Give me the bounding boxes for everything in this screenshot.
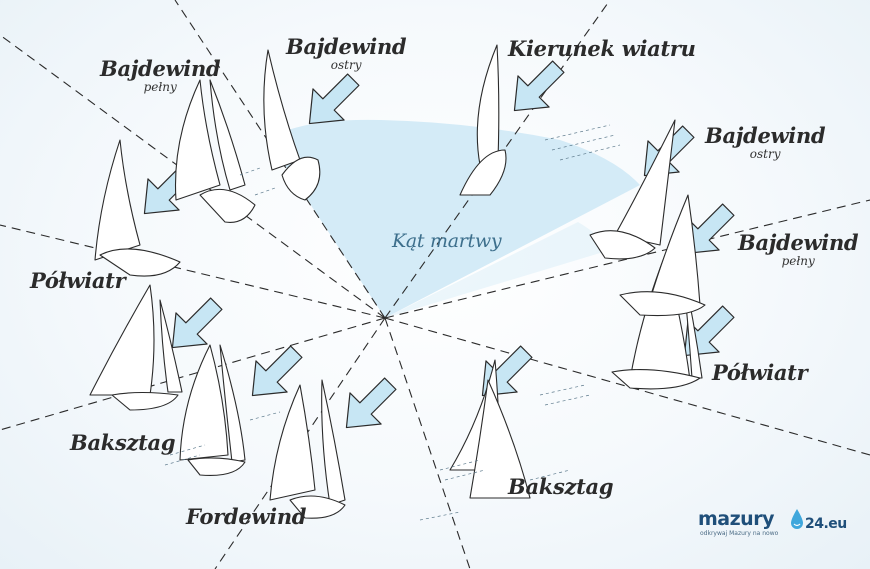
label-broad-reach-left: Baksztag: [70, 432, 175, 453]
label-dead-zone: Kąt martwy: [392, 232, 501, 251]
label-close-reach-right-sub: pełny: [738, 255, 858, 267]
label-beam-reach-right: Półwiatr: [712, 362, 807, 383]
label-close-reach-left-sub: pełny: [100, 81, 220, 93]
water-drop-icon: [790, 508, 804, 530]
boat-beam-left: [90, 285, 182, 410]
label-close-reach-right-main: Bajdewind: [738, 232, 858, 253]
label-close-reach-left-main: Bajdewind: [100, 58, 220, 79]
brand-domain-text: 24.eu: [805, 516, 847, 532]
label-close-reach-left: Bajdewind pełny: [100, 58, 220, 93]
boat-broad-reach-left: [180, 345, 245, 475]
boat-close-reach-left: [176, 80, 256, 222]
brand-tagline: odkrywaj Mazury na nowo: [700, 530, 778, 537]
label-running: Fordewind: [186, 506, 306, 527]
label-close-reach-right: Bajdewind pełny: [738, 232, 858, 267]
brand-name: mazury: [698, 508, 774, 530]
label-close-hauled-left-main: Bajdewind: [286, 36, 406, 57]
sector-line: [385, 318, 470, 569]
wind-arrow: [499, 51, 574, 126]
label-broad-reach-right-text: Baksztag: [508, 476, 613, 497]
label-close-hauled-left-sub: ostry: [286, 59, 406, 71]
label-running-text: Fordewind: [186, 506, 306, 527]
brand-logo: mazury 24.eu odkrywaj Mazury na nowo: [698, 508, 848, 542]
label-close-hauled-right: Bajdewind ostry: [705, 125, 825, 160]
brand-name-text: mazury: [698, 508, 774, 530]
label-beam-reach-left-text: Półwiatr: [30, 270, 125, 291]
label-beam-reach-left: Półwiatr: [30, 270, 125, 291]
brand-domain: 24.eu: [805, 511, 847, 533]
label-dead-zone-text: Kąt martwy: [392, 232, 501, 251]
label-wind-direction-text: Kierunek wiatru: [508, 38, 696, 59]
label-close-hauled-right-main: Bajdewind: [705, 125, 825, 146]
wind-arrow: [467, 336, 542, 411]
label-broad-reach-left-text: Baksztag: [70, 432, 175, 453]
label-close-hauled-right-sub: ostry: [705, 148, 825, 160]
label-close-hauled-left: Bajdewind ostry: [286, 36, 406, 71]
label-broad-reach-right: Baksztag: [508, 476, 613, 497]
wind-arrow: [331, 368, 406, 443]
label-beam-reach-right-text: Półwiatr: [712, 362, 807, 383]
boat-running: [270, 380, 345, 518]
label-wind-direction: Kierunek wiatru: [508, 38, 696, 59]
